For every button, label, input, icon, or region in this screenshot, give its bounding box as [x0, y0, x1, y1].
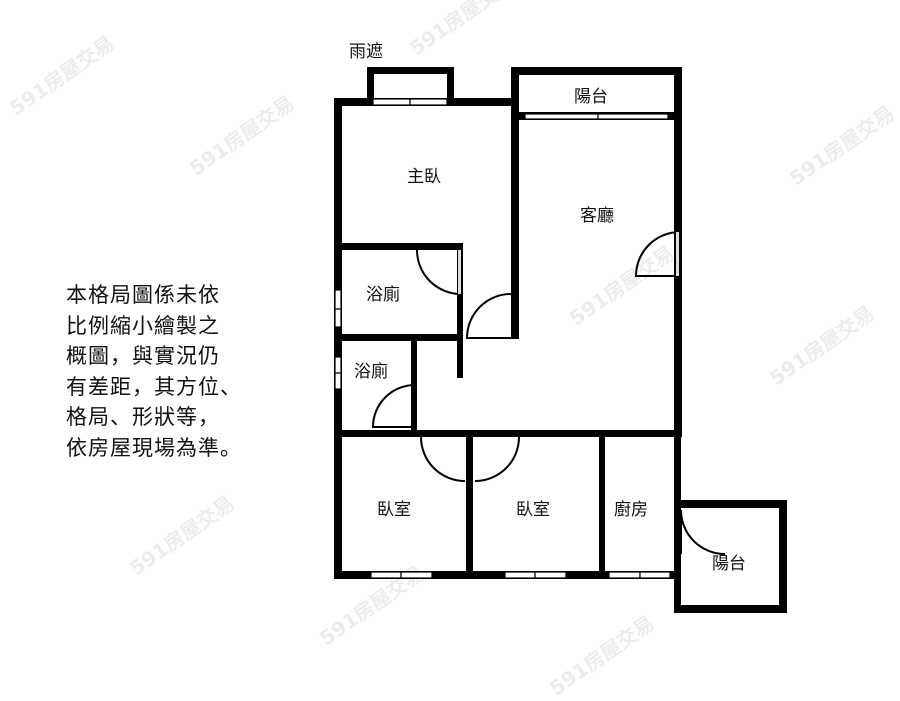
windows: [334, 98, 671, 579]
label-bathroom-1: 浴廁: [366, 285, 400, 305]
disclaimer-line: 本格局圖係未依: [66, 283, 220, 307]
label-kitchen: 廚房: [614, 500, 648, 520]
disclaimer-line: 概圖，與實況仍: [66, 344, 220, 368]
label-master-bedroom: 主臥: [407, 167, 441, 187]
label-bathroom-2: 浴廁: [354, 362, 388, 382]
label-canopy: 雨遮: [349, 42, 383, 62]
label-bedroom-1: 臥室: [377, 500, 411, 520]
disclaimer: 本格局圖係未依 比例縮小繪製之 概圖，與實況仍 有差距，其方位、 格局、形狀等，…: [66, 280, 242, 463]
walls: [334, 67, 787, 613]
doors: [371, 231, 726, 555]
label-living-room: 客廳: [580, 206, 614, 226]
label-balcony-bottom: 陽台: [712, 554, 746, 574]
disclaimer-line: 依房屋現場為準。: [66, 435, 242, 460]
disclaimer-line: 有差距，其方位、: [66, 374, 242, 399]
label-balcony-top: 陽台: [574, 87, 608, 107]
label-bedroom-2: 臥室: [516, 500, 550, 520]
disclaimer-line: 格局、形狀等，: [66, 405, 220, 429]
floor-plan: [334, 67, 787, 613]
disclaimer-line: 比例縮小繪製之: [66, 313, 220, 338]
